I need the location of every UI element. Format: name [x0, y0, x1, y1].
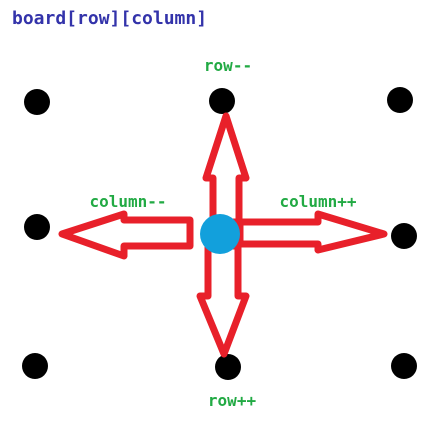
- diagram-title: board[row][column]: [12, 8, 208, 29]
- arrow-down: [196, 242, 250, 358]
- arrow-right: [236, 210, 388, 254]
- dot-middle-left: [24, 214, 50, 240]
- direction-arrows: [58, 112, 388, 358]
- dot-bottom-center: [215, 354, 241, 380]
- current-cell-dot: [200, 214, 240, 254]
- arrow-up: [202, 112, 250, 226]
- neighbor-dots: [22, 87, 417, 380]
- column-plus-label: column++: [279, 192, 357, 211]
- dot-top-center: [209, 88, 235, 114]
- column-minus-label: column--: [89, 192, 167, 211]
- dot-middle-right: [391, 223, 417, 249]
- row-minus-label: row--: [203, 56, 253, 75]
- dot-bottom-right: [391, 353, 417, 379]
- dot-top-left: [24, 89, 50, 115]
- dot-bottom-left: [22, 353, 48, 379]
- arrow-left: [58, 210, 194, 260]
- row-plus-label: row++: [207, 391, 257, 410]
- dot-top-right: [387, 87, 413, 113]
